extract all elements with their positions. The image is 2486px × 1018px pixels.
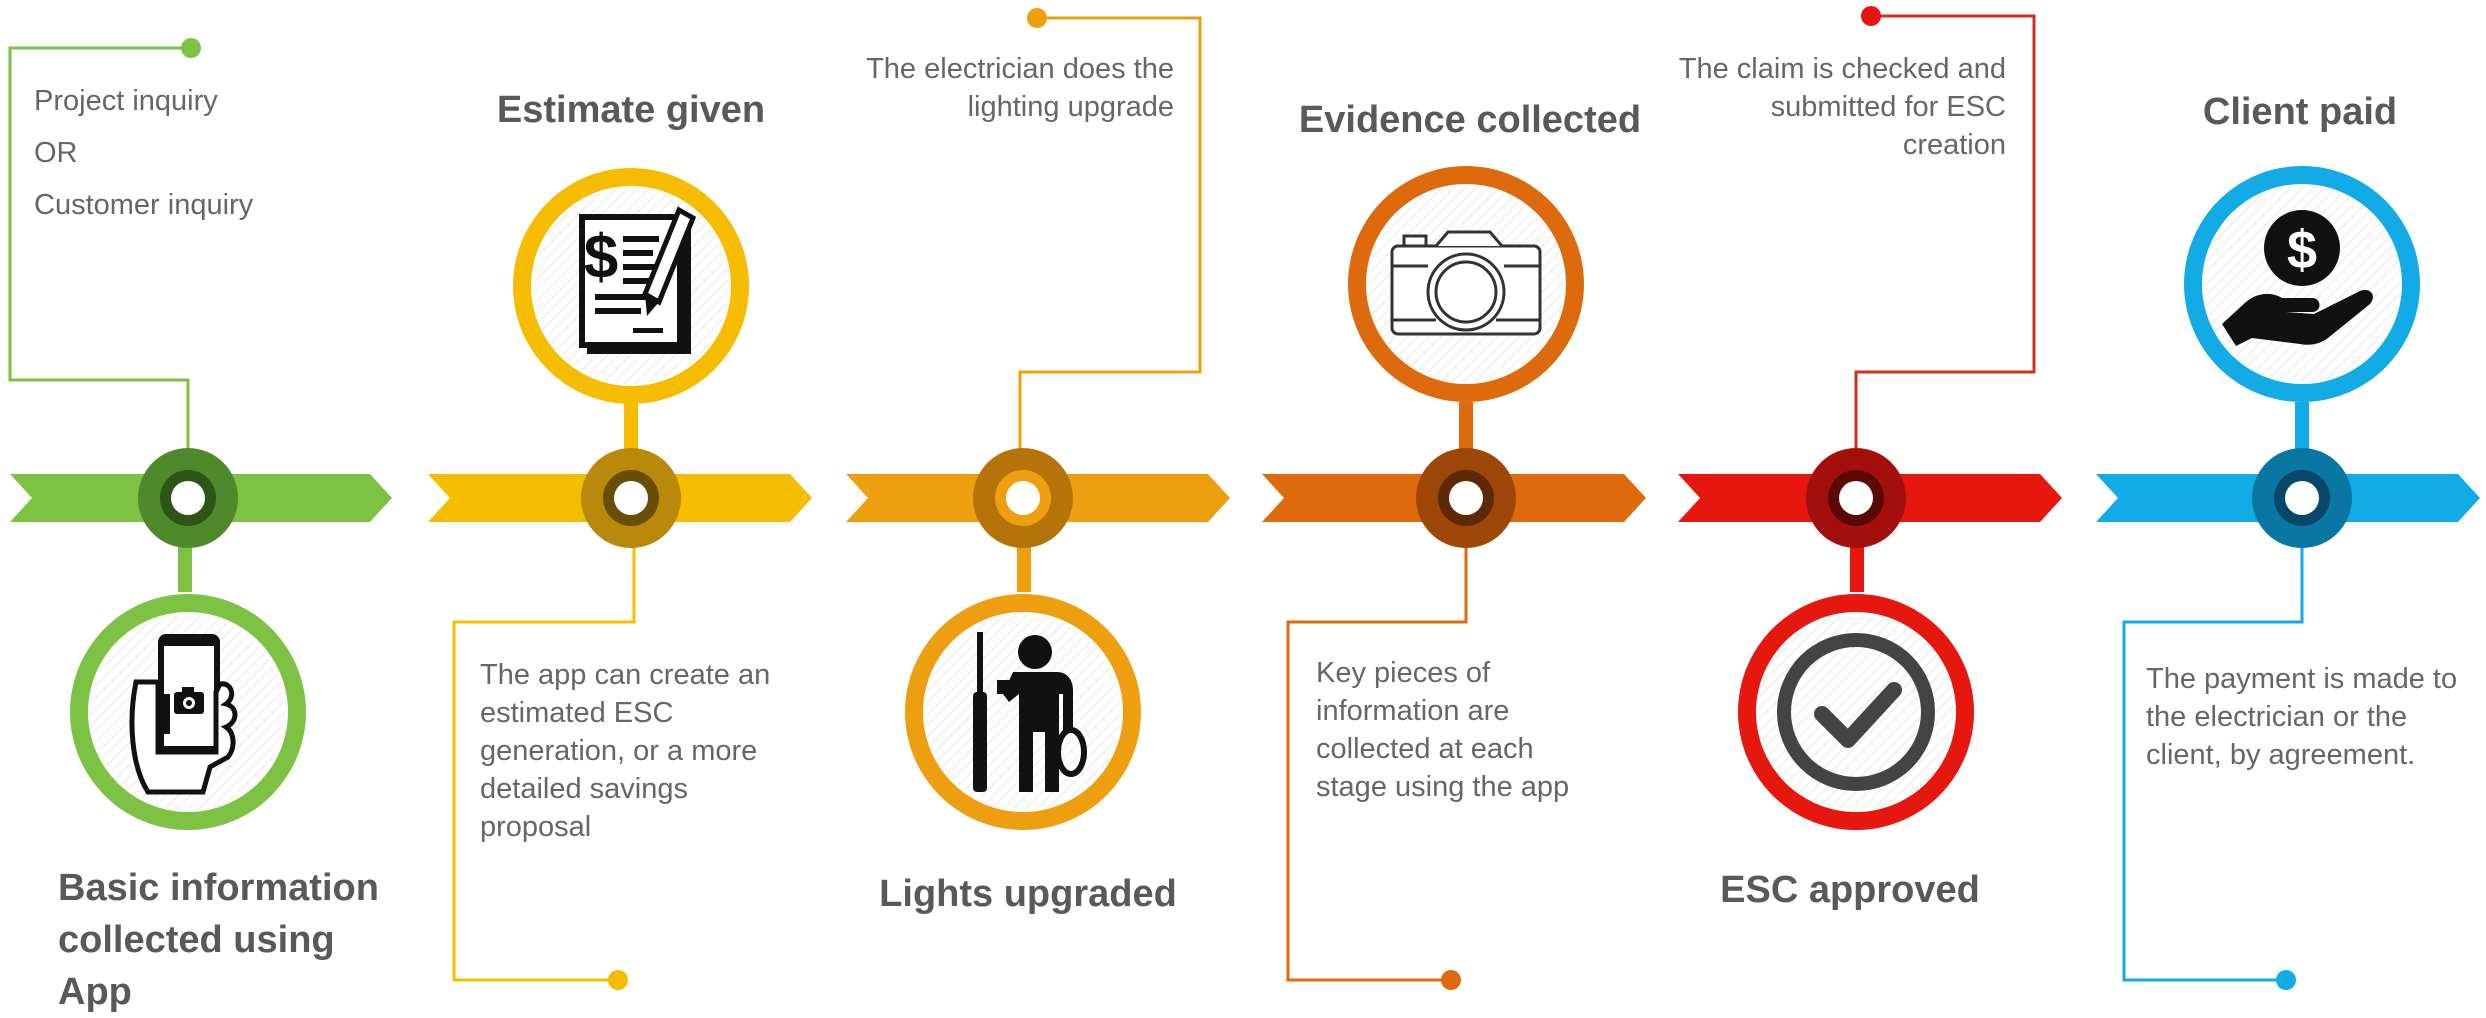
note-line: The payment is made to xyxy=(2146,663,2458,695)
connector-line xyxy=(452,548,636,982)
note-evidence: Key pieces of information are collected … xyxy=(1316,654,1656,806)
title-upgrade: Lights upgraded xyxy=(879,873,1177,915)
hand-dollar-coin-icon: $ xyxy=(2222,210,2373,346)
connector-line xyxy=(1286,548,1468,982)
title-evidence: Evidence collected xyxy=(1298,99,1642,141)
step-payment: $ xyxy=(2096,166,2480,990)
connector-line xyxy=(1854,14,2036,448)
connector-line xyxy=(8,46,190,450)
note-line: Key pieces of xyxy=(1316,657,1491,689)
step-evidence xyxy=(1262,166,1646,990)
step-upgrade xyxy=(846,8,1230,830)
connector-dot xyxy=(1027,8,1047,28)
note-line: collected at each xyxy=(1316,733,1534,765)
electrician-tools-icon xyxy=(973,632,1087,792)
note-line: proposal xyxy=(480,811,592,843)
connector-dot xyxy=(1441,970,1461,990)
title-line: App xyxy=(58,971,132,1013)
note-line: generation, or a more xyxy=(480,735,758,767)
stem xyxy=(1017,540,1031,592)
connector-dot xyxy=(1861,6,1881,26)
note-payment: The payment is made to the electrician o… xyxy=(2146,660,2482,774)
stem xyxy=(1850,540,1864,592)
note-line: The app can create an xyxy=(480,659,771,691)
invoice-dollar-pen-icon: $ xyxy=(579,206,697,354)
camera-icon xyxy=(1390,230,1542,336)
note-line: lighting upgrade xyxy=(967,91,1174,123)
note-line: Customer inquiry xyxy=(34,189,254,221)
note-line: creation xyxy=(1902,129,2006,161)
note-approval: The claim is checked and submitted for E… xyxy=(1610,50,2006,164)
title-payment: Client paid xyxy=(2202,91,2398,133)
hub-center xyxy=(171,481,205,515)
connector-line xyxy=(2122,548,2304,982)
stem xyxy=(2295,402,2309,454)
note-line: stage using the app xyxy=(1316,771,1570,803)
title-line: collected using xyxy=(58,919,335,961)
connector-dot xyxy=(2276,970,2296,990)
step-approval xyxy=(1678,6,2062,830)
title-estimate: Estimate given xyxy=(496,89,766,131)
step-estimate: $ xyxy=(428,168,812,990)
note-line: The claim is checked and xyxy=(1678,53,2006,85)
step-inquiry xyxy=(8,38,392,830)
stem xyxy=(1459,402,1473,454)
note-inquiry: Project inquiry OR Customer inquiry xyxy=(34,82,374,238)
note-line: the electrician or the xyxy=(2146,701,2408,733)
hub-center xyxy=(1839,481,1873,515)
note-line: client, by agreement. xyxy=(2146,739,2416,771)
svg-text:$: $ xyxy=(584,223,618,292)
note-line: information are xyxy=(1316,695,1510,727)
svg-text:$: $ xyxy=(2287,220,2317,280)
stem xyxy=(624,402,638,454)
hub-center xyxy=(1449,481,1483,515)
note-line: OR xyxy=(34,137,78,169)
hub-center xyxy=(1006,481,1040,515)
hub-center xyxy=(2285,481,2319,515)
note-estimate: The app can create an estimated ESC gene… xyxy=(480,656,820,846)
note-line: The electrician does the xyxy=(866,53,1174,85)
checkmark-circle-icon xyxy=(1777,633,1935,791)
title-line: Basic information xyxy=(58,867,379,909)
smartphone-camera-icon xyxy=(129,634,238,795)
note-upgrade: The electrician does the lighting upgrad… xyxy=(780,50,1174,126)
note-line: detailed savings xyxy=(480,773,688,805)
note-line: estimated ESC xyxy=(480,697,674,729)
title-inquiry: Basic information collected using App xyxy=(58,862,418,1018)
connector-dot xyxy=(608,970,628,990)
stem xyxy=(178,540,192,592)
hub-center xyxy=(614,481,648,515)
connector-line xyxy=(1018,16,1202,448)
note-line: Project inquiry xyxy=(34,85,218,117)
note-line: submitted for ESC xyxy=(1770,91,2006,123)
title-approval: ESC approved xyxy=(1720,869,1980,911)
connector-dot xyxy=(181,38,201,58)
